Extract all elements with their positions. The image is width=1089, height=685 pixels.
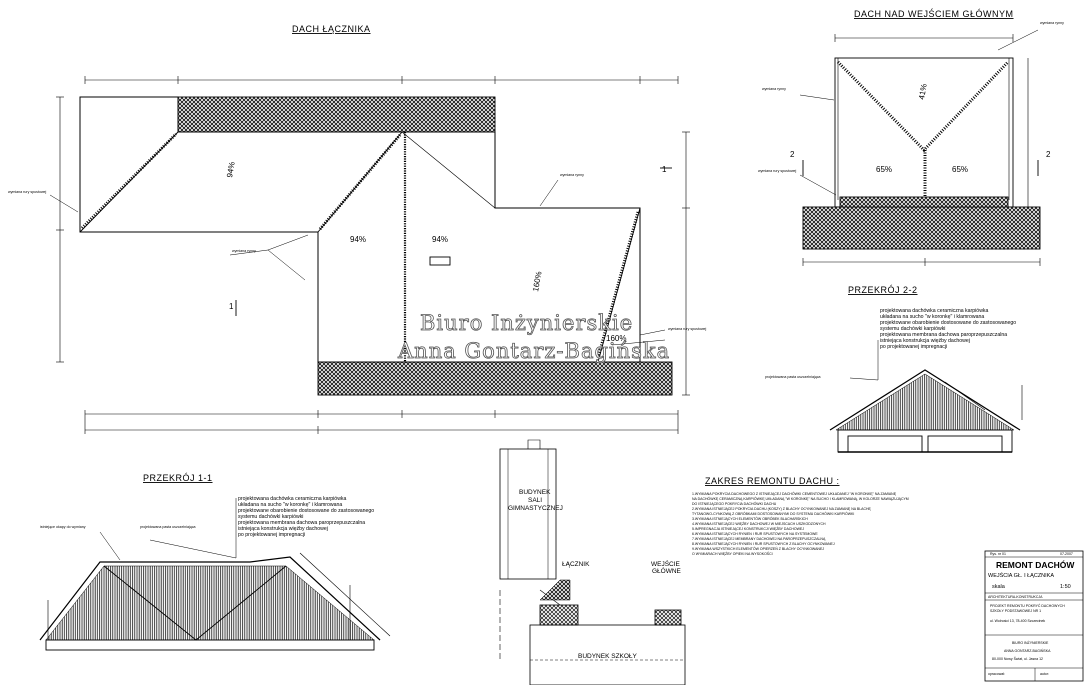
site-szkola: BUDYNEK SZKOŁY bbox=[578, 653, 638, 660]
slope-label-f: 41% bbox=[917, 83, 929, 100]
watermark-line1: Biuro Inżynierskie bbox=[420, 311, 633, 335]
title-dach-lacznika: DACH ŁĄCZNIKA bbox=[292, 24, 371, 34]
site-plan bbox=[499, 439, 686, 685]
tb-faza: ARCHITEKTURA-KONSTRUKCJA bbox=[988, 595, 1043, 599]
note22-line-0: projektowana dachówka ceramiczna karpiów… bbox=[880, 308, 989, 314]
note22-line-1: układana na sucho "w koronkę" i klamrowa… bbox=[880, 314, 984, 320]
tb-name1: REMONT DACHÓW bbox=[996, 559, 1075, 570]
slope-label-c: 94% bbox=[432, 235, 448, 244]
watermark-line2: Anna Gontarz-Bagińska bbox=[397, 339, 670, 363]
note22-line-5: istniejąca konstrukcja więźby dachowej bbox=[880, 338, 970, 344]
note11-line-2: projektowane obarobienie dostosowane do … bbox=[238, 508, 374, 514]
note11-line-6: po projektowanej impregnacji bbox=[238, 532, 305, 538]
note22-line-6: po projektowanej impregnacji bbox=[880, 344, 947, 350]
scope-line-4: TYTANOWO-CYNKOWĄ Z OBRÓBKAMI DOSTOSOWANY… bbox=[692, 511, 854, 516]
title-dach-wejscie: DACH NAD WEJŚCIEM GŁÓWNYM bbox=[854, 8, 1014, 19]
scope-line-7: 5.IMPREGNACJA ISTNIEJĄCEJ KONSTRUKCJI WI… bbox=[692, 526, 804, 531]
section-mark-2b: 2 bbox=[1046, 150, 1051, 159]
section-mark-2a: 2 bbox=[790, 150, 795, 159]
note22-line-4: projektowana membrana dachowa paroprzepu… bbox=[880, 332, 1007, 338]
section-mark-1b: 1 bbox=[662, 165, 667, 174]
callout-1: wymiana rury spustowej bbox=[8, 190, 47, 194]
tb-date: 07-2007 bbox=[1060, 552, 1073, 556]
site-wejscie-line1: WEJŚCIE bbox=[651, 559, 681, 568]
note11-line-0: projektowana dachówka ceramiczna karpiów… bbox=[238, 496, 347, 502]
scope-line-12: O WYMIARACH WIĘŹBY OPIEKI NA WYSOKOŚCI bbox=[692, 551, 773, 556]
scope-line-2: DO ISTNIEJĄCEGO POKRYCIA DACHÓWKI DACHU bbox=[692, 501, 777, 506]
callout-7: wymiana rury spustowej bbox=[758, 169, 797, 173]
note11-line-5: istniejąca konstrukcja więźby dachowej bbox=[238, 526, 328, 532]
site-wejscie-line2: GŁÓWNE bbox=[652, 566, 682, 575]
tb-project1: PROJEKT REMONTU POKRYĆ DACHOWYCH bbox=[990, 603, 1065, 608]
scope-line-11: 9.WYMIANA WSZYSTKICH ELEMENTÓW OPIERZEŃ … bbox=[692, 546, 824, 551]
callout-2: wymiana rynny bbox=[232, 249, 256, 253]
slope-label-g: 65% bbox=[876, 165, 892, 174]
section-mark-1a: 1 bbox=[229, 302, 234, 311]
plan-dach-wejscie bbox=[799, 29, 1041, 266]
slope-label-b: 94% bbox=[350, 235, 366, 244]
tb-skala-label: skala bbox=[992, 584, 1006, 590]
callout-5: wymiana rynny bbox=[1040, 21, 1064, 25]
slope-label-d: 160% bbox=[531, 271, 543, 293]
tb-skala: 1:50 bbox=[1060, 584, 1071, 590]
section-11 bbox=[39, 498, 391, 651]
tb-biuro2: ANNA GONTARZ-BAGIŃSKA bbox=[1004, 649, 1051, 653]
note11-line-3: systemu dachówki karpiówki bbox=[238, 514, 303, 520]
callout-4: wymiana rury spustowej bbox=[668, 327, 707, 331]
note22-line-3: systemu dachówki karpiówki bbox=[880, 326, 945, 332]
title-przekroj-11: PRZEKRÓJ 1-1 bbox=[143, 473, 213, 483]
scope-line-10: 8.WYMIANA ISTNIEJĄCYCH RYNIEN I RUR SPUS… bbox=[692, 542, 835, 546]
callout-8: projektowana pasta uszczelniająca bbox=[765, 375, 821, 379]
scope-line-9: 7.WYMIANA ISTNIEJĄCEJ MEMBRANY DACHOWEJ … bbox=[692, 537, 826, 541]
tb-autor: autor: bbox=[1040, 672, 1049, 676]
tb-opracowal: opracował: bbox=[988, 672, 1005, 676]
tb-addr: ul. Wolności 13, 78-400 Szczecinek bbox=[990, 619, 1045, 623]
note11-line-4: projektowana membrana dachowa paroprzepu… bbox=[238, 520, 365, 526]
scope-line-3: 2.WYMIANA ISTNIEJĄCEJ POKRYCIA DACHU (KO… bbox=[692, 507, 872, 511]
slope-label-a: 94% bbox=[225, 161, 237, 178]
callout-3: wymiana rynny bbox=[560, 173, 584, 177]
note11-line-1: układana na sucho "w koronkę" i klamrowa… bbox=[238, 502, 342, 508]
scope-list: 1.WYMIANA POKRYCIA DACHOWEGO Z ISTNIEJĄC… bbox=[692, 491, 909, 556]
site-sala-line3: GIMNASTYCZNEJ bbox=[508, 505, 563, 512]
title-przekroj-22: PRZEKRÓJ 2-2 bbox=[848, 285, 918, 295]
title-block bbox=[984, 550, 1084, 682]
note22-line-2: projektowane obarobienie dostosowane do … bbox=[880, 320, 1016, 326]
tb-rys: Rys. nr 01 bbox=[990, 552, 1006, 556]
tb-name2: WEJŚCIA GŁ. I ŁĄCZNIKA bbox=[988, 571, 1054, 579]
tb-project2: SZKOŁY PODSTAWOWEJ NR 1 bbox=[990, 609, 1041, 613]
plan-dach-lacznika bbox=[49, 76, 690, 434]
tb-biuro: BIURO INŻYNIERSKIE bbox=[1012, 640, 1049, 645]
tb-biuro3: 80-000 Nowy Świat, ul. Jasna 12 bbox=[992, 656, 1043, 661]
scope-line-5: 3.WYMIANA ISTNIEJĄCYCH ELEMENTÓW OBRÓBEK… bbox=[692, 516, 808, 521]
slope-label-e: 160% bbox=[606, 334, 626, 343]
section-22 bbox=[829, 340, 1023, 453]
callout-9: istniejące okapy do wymiany bbox=[40, 525, 86, 529]
scope-line-1: NA DACHÓWKĘ CERAMICZNĄ KARPIÓWKĘ UKŁADAN… bbox=[692, 496, 909, 501]
site-sala-line2: SALI bbox=[528, 497, 542, 504]
scope-line-6: 4.WYMIANA ISTNIEJĄCEJ WIĘŹBY DACHOWEJ W … bbox=[692, 521, 826, 526]
scope-line-8: 6.WYMIANA ISTNIEJĄCYCH RYNIEN I RUR SPUS… bbox=[692, 532, 818, 536]
site-sala-line1: BUDYNEK bbox=[519, 489, 551, 496]
site-lacznik: ŁĄCZNIK bbox=[562, 561, 590, 568]
title-zakres: ZAKRES REMONTU DACHU : bbox=[705, 476, 840, 486]
slope-label-h: 65% bbox=[952, 165, 968, 174]
scope-line-0: 1.WYMIANA POKRYCIA DACHOWEGO Z ISTNIEJĄC… bbox=[692, 491, 897, 496]
callout-6: wymiana rynny bbox=[762, 87, 786, 91]
callout-10: projektowana pasta uszczelniająca bbox=[140, 525, 196, 529]
